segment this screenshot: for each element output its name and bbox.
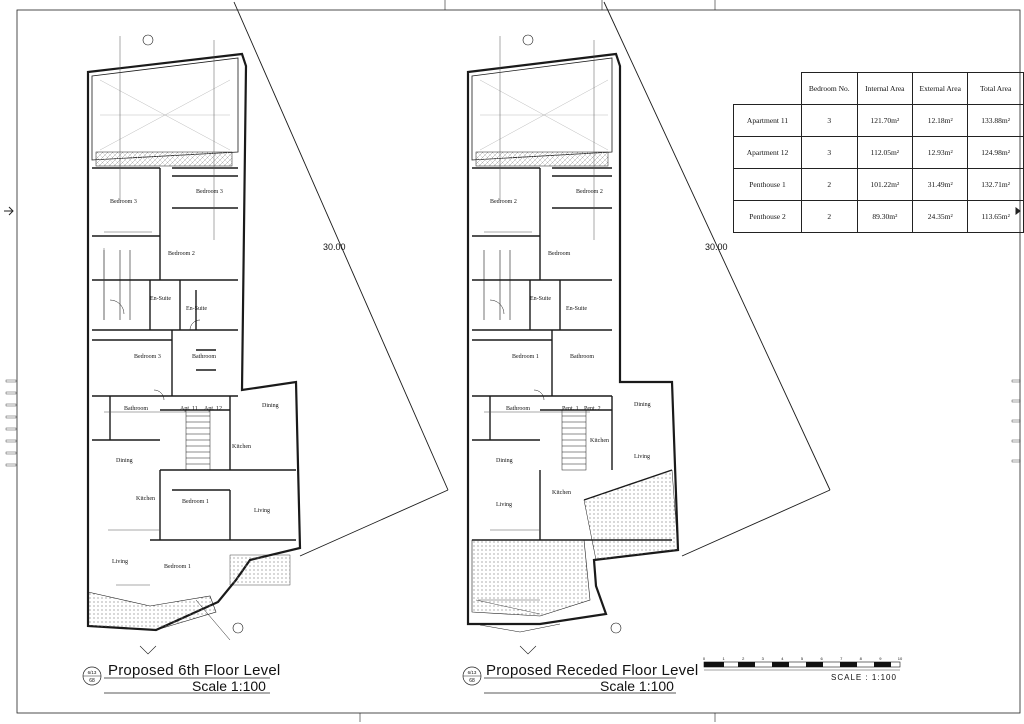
external-area: 12.18m² [912, 104, 969, 137]
sheet-border [16, 9, 1021, 714]
scale-tick-label: 8 [860, 656, 863, 661]
total-area: 133.88m² [967, 104, 1024, 137]
internal-area: 89.30m² [856, 200, 914, 233]
unit-name: Penthouse 2 [733, 200, 802, 233]
diagonal-dimension-right: 30.00 [705, 242, 728, 252]
room-label: Bedroom 2 [490, 199, 517, 205]
room-label: Bathroom [124, 406, 148, 412]
bedroom-count: 3 [800, 136, 858, 169]
room-label: Bathroom [570, 354, 594, 360]
internal-area: 112.05m² [856, 136, 914, 169]
table-header: Total Area [967, 72, 1024, 105]
room-label: Living [634, 454, 650, 460]
badge-bottom: 68 [469, 678, 475, 684]
room-label: Dining [262, 403, 279, 409]
room-label: Living [496, 502, 512, 508]
room-label: Bathroom [506, 406, 530, 412]
table-row: Penthouse 2 2 89.30m² 24.35m² 113.65m² [733, 200, 1024, 233]
total-area: 124.98m² [967, 136, 1024, 169]
scale-tick-label: 10 [898, 656, 903, 661]
scale-tick-label: 4 [781, 656, 784, 661]
badge-bottom: 68 [89, 678, 95, 684]
badge-top: 6/13 [468, 670, 477, 675]
scale-tick-label: 6 [820, 656, 823, 661]
room-label: Bathroom [192, 354, 216, 360]
room-label: Dining [496, 458, 513, 464]
room-label: Bedroom 2 [576, 189, 603, 195]
scale-tick-label: 1 [722, 656, 725, 661]
total-area: 113.65m² [967, 200, 1024, 233]
room-label: Living [112, 559, 128, 565]
room-label: Bedroom 1 [164, 564, 191, 570]
room-label: Bedroom 1 [182, 499, 209, 505]
table-header-row: Bedroom No. Internal Area External Area … [734, 72, 1024, 105]
room-label: Bedroom 2 [168, 251, 195, 257]
table-corner [734, 73, 802, 105]
room-label: Dining [116, 458, 133, 464]
external-area: 31.49m² [912, 168, 969, 201]
area-schedule-table: Bedroom No. Internal Area External Area … [733, 72, 1024, 233]
table-row: Apartment 12 3 112.05m² 12.93m² 124.98m² [733, 136, 1024, 169]
room-label: Kitchen [590, 438, 609, 444]
unit-name: Penthouse 1 [733, 168, 802, 201]
room-label: Bedroom 3 [196, 189, 223, 195]
scale-tick-label: 0 [703, 656, 706, 661]
bedroom-count: 2 [800, 200, 858, 233]
room-label: Bedroom 3 [110, 199, 137, 205]
room-label: Kitchen [136, 496, 155, 502]
internal-area: 121.70m² [856, 104, 914, 137]
scale-tick-label: 5 [801, 656, 804, 661]
badge-top: 6/13 [88, 670, 97, 675]
room-label: Dining [634, 402, 651, 408]
scale-tick-label: 9 [879, 656, 882, 661]
bedroom-count: 3 [800, 104, 858, 137]
diagonal-dimension-left: 30.00 [323, 242, 346, 252]
room-label: En-Suite [530, 296, 551, 302]
room-label: Living [254, 508, 270, 514]
plan-6th-floor [86, 1, 449, 655]
bedroom-count: 2 [800, 168, 858, 201]
scale-tick-label: 7 [840, 656, 843, 661]
table-header: Internal Area [856, 72, 914, 105]
title-badge-left: 6/13 68 [82, 666, 270, 694]
room-label: En-Suite [186, 306, 207, 312]
scale-label: SCALE : 1:100 [831, 673, 897, 682]
table-header: External Area [912, 72, 969, 105]
unit-name: Apartment 11 [733, 104, 802, 137]
scale-tick-label: 3 [762, 656, 765, 661]
external-area: 12.93m² [912, 136, 969, 169]
plan-title-right: Proposed Receded Floor Level [486, 662, 699, 679]
table-header: Bedroom No. [800, 72, 858, 105]
plan-scale-right: Scale 1:100 [600, 678, 674, 694]
internal-area: 101.22m² [856, 168, 914, 201]
room-label: Kitchen [552, 490, 571, 496]
table-row: Apartment 11 3 121.70m² 12.18m² 133.88m² [733, 104, 1024, 137]
room-label: Bedroom 1 [512, 354, 539, 360]
room-label: En-Suite [566, 306, 587, 312]
plan-title-left: Proposed 6th Floor Level [108, 662, 281, 679]
room-label: Apt. 12 [204, 406, 222, 412]
unit-name: Apartment 12 [733, 136, 802, 169]
scale-bar [703, 661, 901, 671]
room-label: En-Suite [150, 296, 171, 302]
room-label: Pent. 2 [584, 406, 601, 412]
room-label: Pent. 1 [562, 406, 579, 412]
scale-tick-label: 2 [742, 656, 745, 661]
room-label: Apt. 11 [180, 406, 198, 412]
total-area: 132.71m² [967, 168, 1024, 201]
table-row: Penthouse 1 2 101.22m² 31.49m² 132.71m² [733, 168, 1024, 201]
room-label: Bedroom [548, 251, 571, 257]
plan-receded-floor [466, 1, 831, 655]
room-label: Kitchen [232, 444, 251, 450]
room-label: Bedroom 3 [134, 354, 161, 360]
title-badge-right: 6/13 68 [462, 666, 676, 694]
external-area: 24.35m² [912, 200, 969, 233]
plan-scale-left: Scale 1:100 [192, 678, 266, 694]
